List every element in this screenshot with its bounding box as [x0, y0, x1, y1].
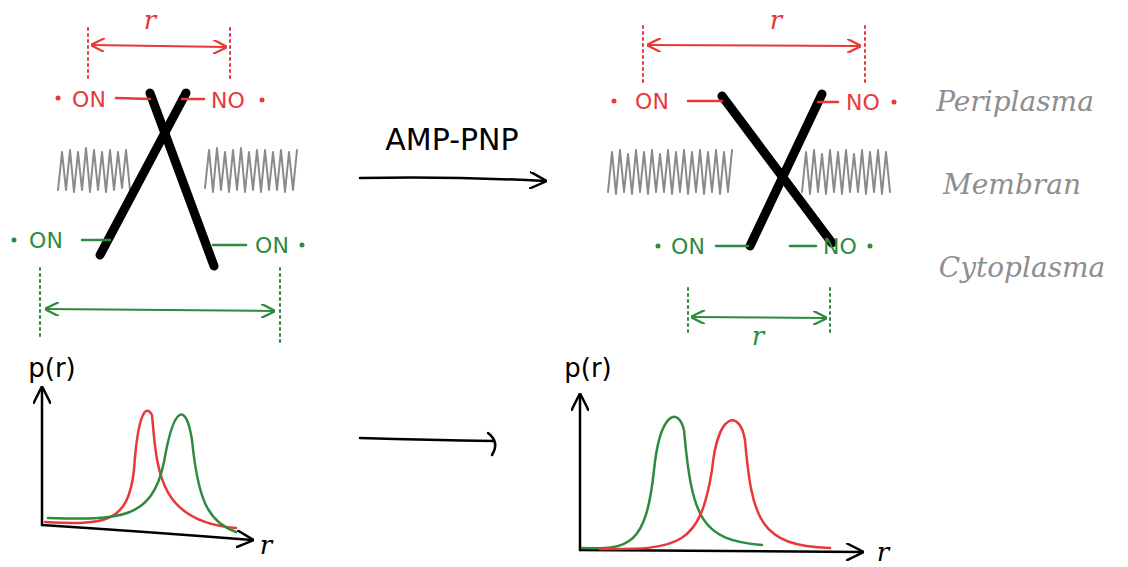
- spin-dot: [12, 238, 17, 243]
- distance-arrow: [648, 45, 860, 46]
- distance-label: r: [144, 7, 156, 33]
- spin-labels: [82, 98, 838, 246]
- condition-label: AMP-PNP: [385, 125, 518, 155]
- transporter: [100, 93, 832, 266]
- label-linker: [213, 244, 246, 247]
- transporter-arm: [100, 93, 186, 255]
- label-linker: [688, 100, 722, 103]
- spin-label-name: NO: [823, 236, 857, 258]
- distance-guide: [88, 28, 230, 78]
- axis-label: r: [877, 539, 889, 565]
- spin-label-name: ON: [635, 91, 669, 113]
- axis-label: r: [260, 532, 272, 558]
- distance-guide: [40, 268, 280, 342]
- axis-label: p(r): [564, 355, 611, 381]
- distributions: [45, 411, 830, 549]
- distance-guide: [643, 26, 865, 86]
- spin-dot: [300, 243, 305, 248]
- process-arrow: [360, 177, 545, 181]
- axis-label: p(r): [28, 355, 75, 381]
- distance-label: r: [752, 323, 764, 349]
- spin-dot: [612, 99, 617, 104]
- process-arrow: [360, 433, 495, 455]
- label-linker: [82, 239, 110, 242]
- spin-label-name: NO: [846, 92, 880, 114]
- spin-dot: [56, 96, 61, 101]
- label-linker: [116, 98, 150, 99]
- transporter-arm: [150, 93, 214, 266]
- distance-arrow: [692, 317, 826, 318]
- axis: [579, 395, 582, 550]
- distance-distribution: [48, 414, 236, 532]
- spin-label-name: ON: [671, 236, 705, 258]
- membrane-zigzag: [802, 150, 890, 194]
- label-linker: [716, 245, 748, 248]
- spin-dot: [892, 100, 897, 105]
- axis: [41, 388, 44, 525]
- spin-label-name: ON: [72, 89, 106, 111]
- distance-distribution: [582, 417, 762, 549]
- distance-label: r: [770, 7, 782, 33]
- membrane-zigzag: [58, 148, 130, 192]
- distance-distribution: [45, 411, 236, 528]
- compartment-label: Membran: [943, 171, 1081, 199]
- distance-arrow: [92, 45, 226, 47]
- distance-arrow: [46, 309, 274, 311]
- membrane-zigzag: [608, 150, 732, 194]
- compartment-label: Periplasma: [936, 88, 1094, 116]
- spin-label-name: NO: [211, 90, 245, 112]
- spin-dot: [656, 244, 661, 249]
- process-arrows: [360, 177, 545, 455]
- axis: [580, 550, 862, 552]
- spin-dot: [868, 244, 873, 249]
- distance-marks: [40, 26, 865, 342]
- plot-axes: [42, 388, 862, 552]
- transporter-arm: [750, 94, 822, 246]
- label-linker: [790, 245, 816, 248]
- compartment-label: Cytoplasma: [939, 254, 1106, 282]
- spin-label-name: ON: [255, 235, 289, 257]
- distance-distribution: [600, 420, 830, 549]
- spin-label-name: ON: [29, 230, 63, 252]
- spin-dot: [260, 98, 265, 103]
- membrane-zigzag: [205, 148, 297, 192]
- label-linker: [182, 98, 204, 101]
- spin-dots: [12, 96, 897, 249]
- label-linker: [818, 101, 838, 104]
